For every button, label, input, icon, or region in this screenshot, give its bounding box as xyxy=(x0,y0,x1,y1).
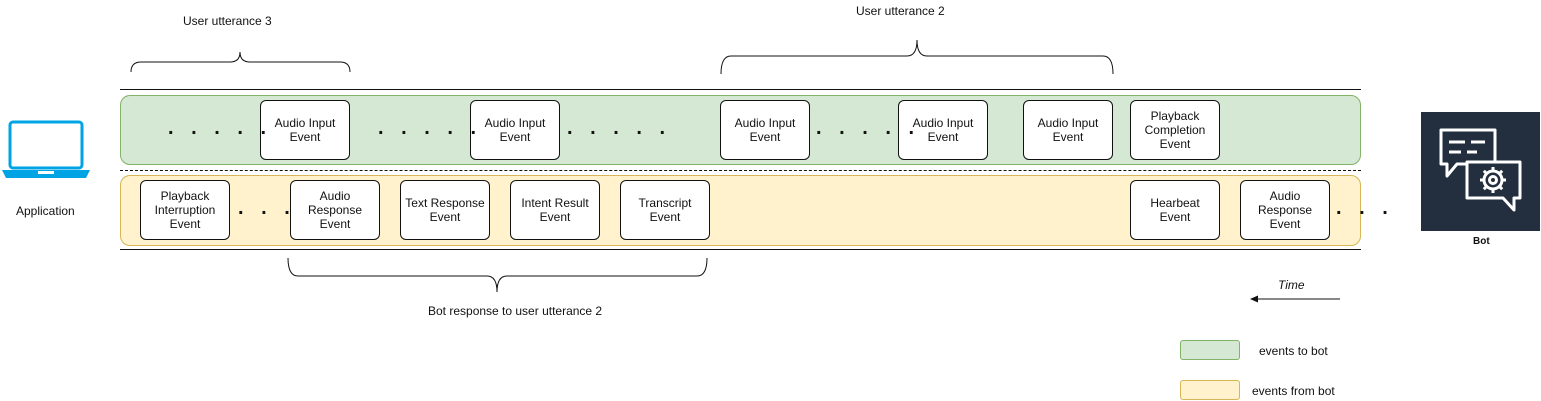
time-arrow-head xyxy=(1250,295,1258,303)
ellipsis-green-4: . . . . . xyxy=(816,117,921,139)
brace-utterance-2 xyxy=(720,39,1114,75)
brace-bot-response xyxy=(287,257,708,293)
top-separator-line xyxy=(120,89,1361,90)
time-label: Time xyxy=(1278,278,1305,292)
bottom-separator-line xyxy=(120,249,1361,250)
brace-utterance-3 xyxy=(130,51,351,73)
legend-label-from-bot: events from bot xyxy=(1252,384,1335,398)
brace-label-utterance-2: User utterance 2 xyxy=(856,4,945,18)
legend-swatch-to-bot xyxy=(1180,340,1240,360)
ellipsis-yellow-2: . . . xyxy=(1336,197,1394,219)
application-label: Application xyxy=(16,204,75,218)
brace-label-utterance-3: User utterance 3 xyxy=(183,14,272,28)
ellipsis-green-2: . . . . . xyxy=(378,117,483,139)
legend-label-to-bot: events to bot xyxy=(1259,344,1328,358)
ellipsis-green-3: . . . . . xyxy=(567,117,672,139)
ellipsis-green-1: . . . . . xyxy=(168,117,273,139)
legend-swatch-from-bot xyxy=(1180,380,1240,400)
chat-bot-gear-icon xyxy=(1439,128,1522,212)
laptop-icon xyxy=(2,120,90,178)
ellipsis-yellow-1: . . . xyxy=(238,197,296,219)
bot-label: Bot xyxy=(1473,236,1490,247)
middle-dashed-line xyxy=(120,170,1361,171)
brace-label-bot-response: Bot response to user utterance 2 xyxy=(428,304,603,318)
